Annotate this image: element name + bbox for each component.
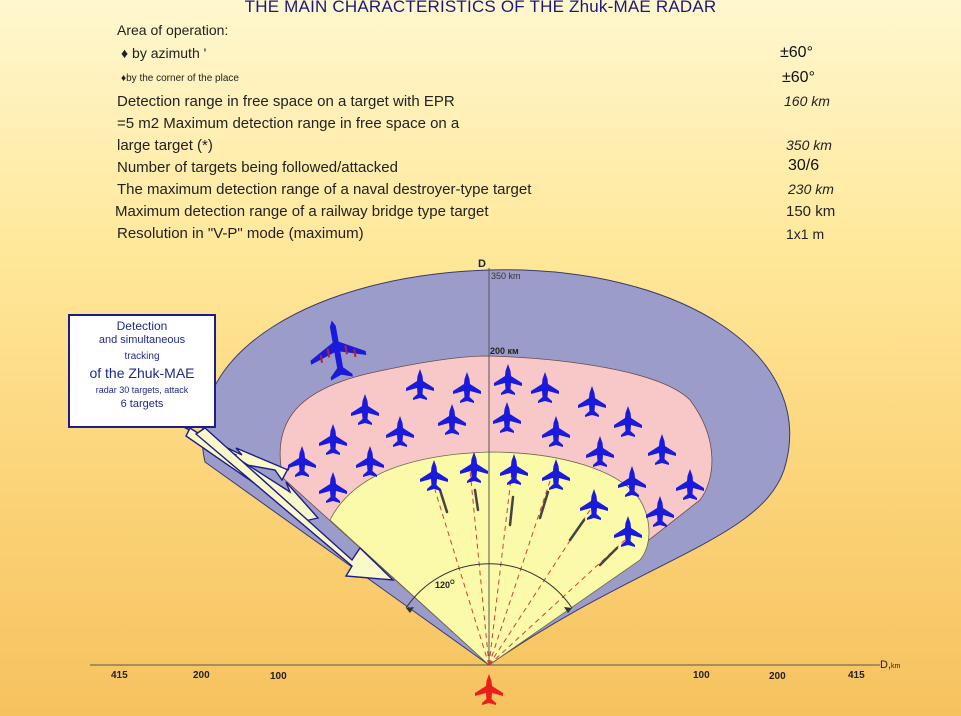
radar-beams	[434, 469, 626, 666]
azimuth-value: ±60°	[780, 44, 813, 61]
x-tick-right-100: 100	[693, 670, 710, 681]
missiles	[438, 488, 619, 567]
d-axis-label: D	[478, 258, 486, 270]
naval-label: The maximum detection range of a naval d…	[117, 181, 532, 198]
corner-label: ♦by the corner of the place	[121, 73, 239, 84]
area-heading: Area of operation:	[117, 22, 229, 38]
callout-box: Detection and simultaneous tracking of t…	[68, 314, 216, 428]
range-350-label: 350 km	[491, 271, 521, 281]
followed-label: Number of targets being followed/attacke…	[117, 159, 398, 176]
x-tick-left-415: 415	[111, 670, 128, 681]
x-tick-right-415: 415	[848, 670, 865, 681]
resolution-label: Resolution in "V-P" mode (maximum)	[117, 225, 364, 242]
large-target-label-2: large target (*)	[117, 137, 213, 154]
azimuth-label: ♦ by azimuth '	[121, 45, 207, 61]
callout-arrows	[179, 424, 395, 581]
bridge-label: Maximum detection range of a railway bri…	[115, 203, 489, 220]
range-200-label: 200 км	[490, 346, 519, 356]
angle-label: 120O	[435, 580, 455, 590]
x-tick-left-200: 200	[193, 670, 210, 681]
epr-label: Detection range in free space on a targe…	[117, 93, 455, 110]
followed-value: 30/6	[788, 157, 820, 174]
large-target-value: 350 km	[786, 137, 832, 153]
callout-line-1: Detection	[116, 319, 168, 333]
x-tick-right-200: 200	[769, 671, 786, 682]
epr-value: 160 km	[784, 93, 830, 109]
naval-value: 230 km	[788, 181, 834, 197]
angle-arc	[405, 563, 573, 609]
x-axis-unit: D,km	[880, 659, 901, 671]
large-aircraft-icon	[310, 320, 367, 381]
x-tick-left-100: 100	[270, 671, 287, 682]
resolution-value: 1x1 m	[786, 226, 825, 242]
page-title: THE MAIN CHARACTERISTICS OF THE Zhuk-MAE…	[244, 0, 717, 16]
callout-line-4: of the Zhuk-MAE	[89, 365, 195, 382]
bridge-value: 150 km	[786, 203, 836, 220]
callout-line-3: tracking	[124, 350, 160, 362]
corner-value: ±60°	[782, 69, 815, 86]
large-target-label-1: =5 m2 Maximum detection range in free sp…	[117, 115, 460, 132]
callout-line-6: 6 targets	[120, 398, 164, 410]
callout-line-5: radar 30 targets, attack	[95, 384, 189, 395]
own-fighter-icon	[475, 674, 503, 705]
callout-line-2: and simultaneous	[98, 334, 186, 346]
